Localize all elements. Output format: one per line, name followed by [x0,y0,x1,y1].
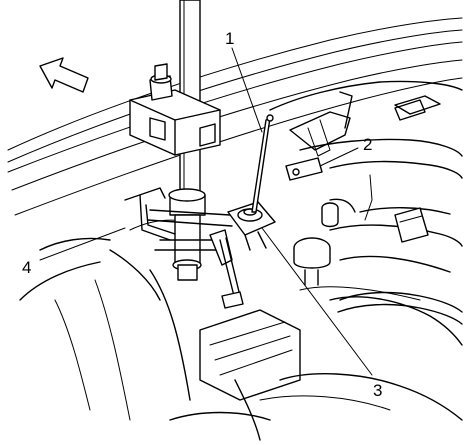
cowl-panel [7,17,463,216]
underbody [19,219,301,441]
retaining-clip [124,187,244,309]
leader-3 [261,227,373,376]
leader-4 [39,227,126,261]
leader-lines [39,47,373,376]
shift-column [154,188,221,281]
callout-2: 2 [363,135,372,154]
callout-1: 1 [225,29,234,48]
selector-rod [251,114,274,213]
cable-end-lever [227,201,276,251]
leader-2 [319,147,359,167]
leader-1 [231,47,263,133]
clamp-block [129,63,221,156]
callout-4: 4 [22,258,31,277]
range-sensor-fitting [293,202,339,286]
callout-3: 3 [373,381,382,400]
transmission-housing [259,80,463,421]
arrow-up-left-icon [39,57,89,93]
shift-cable [329,198,463,325]
